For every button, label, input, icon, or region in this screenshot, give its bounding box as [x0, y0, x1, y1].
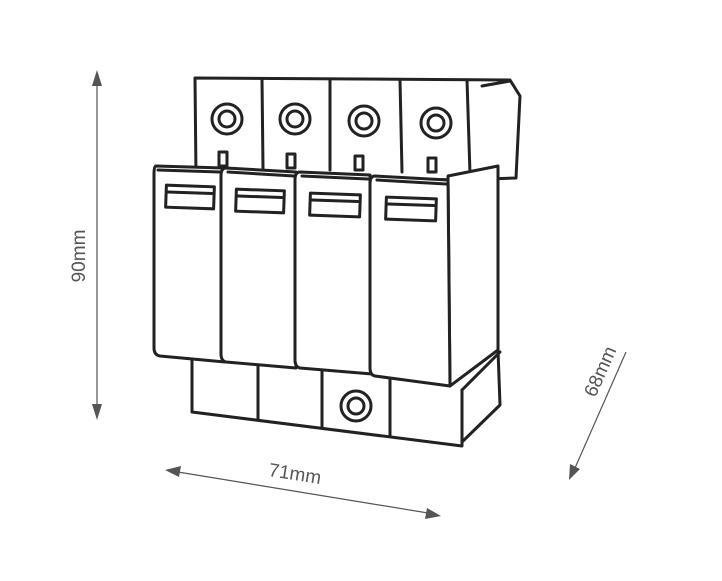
module-3-window	[308, 191, 362, 219]
module-1	[152, 164, 227, 364]
width-arrow-left	[165, 466, 181, 477]
terminal-screw-1	[210, 102, 244, 136]
terminal-screw-4	[419, 106, 453, 140]
module-2-window	[234, 187, 286, 215]
module-3	[293, 170, 374, 376]
device-body	[152, 76, 522, 448]
module-1-window	[164, 183, 216, 211]
module-4-window	[384, 195, 438, 223]
height-arrow-top	[92, 70, 102, 86]
width-label: 71mm	[267, 460, 322, 489]
module-2	[219, 166, 298, 370]
module-side-panel	[446, 164, 500, 388]
depth-dimension-line	[574, 351, 627, 469]
depth-arrow-bottom	[569, 464, 580, 480]
dimension-lines	[92, 70, 627, 519]
base-screw	[339, 389, 373, 423]
terminal-screw-3	[347, 104, 381, 138]
module-4	[368, 174, 452, 388]
width-arrow-right	[425, 508, 441, 519]
depth-label: 68mm	[581, 343, 622, 400]
width-dimension-line	[177, 471, 429, 514]
height-arrow-bottom	[92, 404, 102, 420]
height-label: 90mm	[69, 230, 90, 283]
terminal-screw-2	[278, 102, 312, 136]
